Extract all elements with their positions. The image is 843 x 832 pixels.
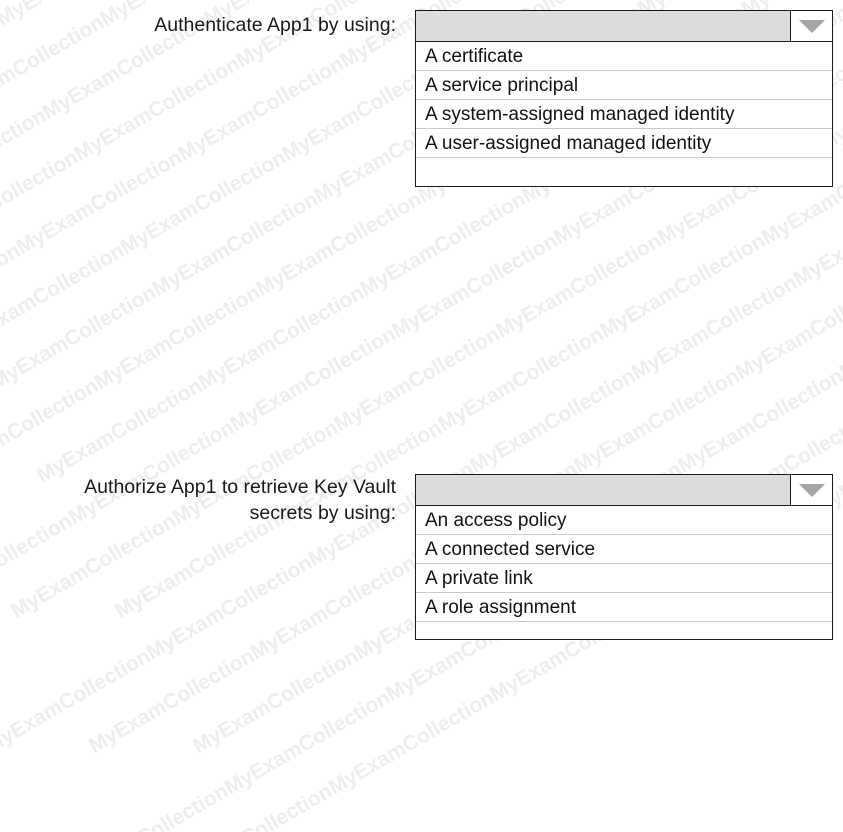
dropdown-2-option[interactable]: A connected service bbox=[416, 535, 832, 564]
dropdown-1-option[interactable]: A user-assigned managed identity bbox=[416, 129, 832, 158]
dropdown-2-option[interactable]: An access policy bbox=[416, 506, 832, 535]
question-label-1: Authenticate App1 by using: bbox=[154, 14, 396, 36]
dropdown-2-option-list[interactable]: An access policy A connected service A p… bbox=[415, 506, 833, 640]
dropdown-2-toggle-button[interactable] bbox=[790, 475, 832, 505]
dropdown-2-option[interactable]: A private link bbox=[416, 564, 832, 593]
dropdown-1-option[interactable]: A system-assigned managed identity bbox=[416, 100, 832, 129]
dropdown-1-option[interactable]: A service principal bbox=[416, 71, 832, 100]
dropdown-2-option[interactable]: A role assignment bbox=[416, 593, 832, 622]
dropdown-1-selected-value[interactable] bbox=[416, 11, 790, 41]
chevron-down-icon bbox=[798, 19, 825, 33]
watermark-line: MyExamCollectionMyExamCollectionMyExamCo… bbox=[85, 84, 843, 758]
dropdown-1-option-list[interactable]: A certificate A service principal A syst… bbox=[415, 42, 833, 187]
question-label-2: Authorize App1 to retrieve Key Vault sec… bbox=[84, 476, 396, 524]
chevron-down-icon bbox=[798, 483, 825, 497]
dropdown-1[interactable]: A certificate A service principal A syst… bbox=[415, 10, 833, 187]
dropdown-1-toggle-button[interactable] bbox=[790, 11, 832, 41]
dropdown-2[interactable]: An access policy A connected service A p… bbox=[415, 474, 833, 640]
dropdown-2-selected-value[interactable] bbox=[416, 475, 790, 505]
dropdown-1-header[interactable] bbox=[415, 10, 833, 42]
dropdown-2-header[interactable] bbox=[415, 474, 833, 506]
dropdown-1-option[interactable]: A certificate bbox=[416, 42, 832, 71]
